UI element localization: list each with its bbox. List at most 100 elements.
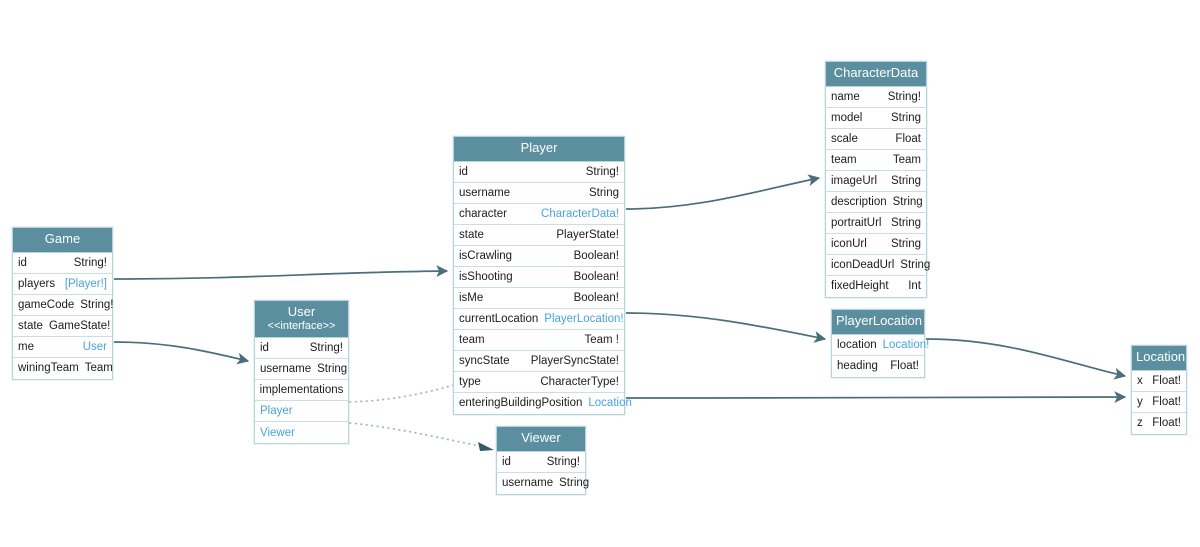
field-name: fixedHeight — [831, 280, 889, 293]
field-type: Boolean! — [573, 270, 619, 283]
field-name: gameCode — [18, 298, 75, 311]
field-type: PlayerState! — [556, 228, 619, 241]
field-type: Boolean! — [573, 249, 619, 262]
field-type: Location — [588, 397, 632, 410]
field-type: String! — [80, 298, 114, 311]
field-row[interactable]: gameCode String! — [13, 294, 114, 316]
field-type: String — [890, 216, 921, 229]
field-name: syncState — [459, 354, 510, 367]
field-row[interactable]: imageUrl String — [826, 170, 926, 192]
field-name: players — [18, 277, 56, 290]
edge-player-currentlocation-to-playerlocation — [625, 312, 827, 343]
field-row[interactable]: username String — [497, 472, 589, 494]
field-name: Viewer — [260, 426, 295, 439]
field-row[interactable]: x Float! — [1132, 370, 1186, 392]
field-name: username — [260, 363, 312, 376]
field-type: String! — [887, 90, 921, 103]
edge-player-enteringbuildingposition-to-location — [625, 391, 1127, 404]
field-name: username — [502, 477, 554, 490]
field-name: currentLocation — [459, 312, 539, 325]
entity-title: User — [287, 304, 316, 319]
field-name: Player — [260, 405, 293, 418]
entity-stereotype: <<interface>> — [267, 319, 336, 332]
field-type: Float! — [1152, 374, 1181, 387]
field-type: String — [559, 477, 590, 490]
entity-header-viewer: Viewer — [497, 427, 585, 452]
field-name: x — [1137, 374, 1143, 387]
field-row[interactable]: location Location! — [832, 334, 929, 356]
field-name: character — [459, 207, 507, 220]
entity-title: CharacterData — [833, 65, 919, 80]
field-row[interactable]: Player — [255, 401, 348, 423]
field-name: scale — [831, 132, 858, 145]
entity-header-location: Location — [1132, 346, 1186, 371]
field-name: y — [1137, 395, 1143, 408]
field-name: id — [260, 342, 269, 355]
field-row[interactable]: isMe Boolean! — [454, 287, 624, 309]
field-row[interactable]: Viewer — [255, 422, 348, 444]
field-name: location — [837, 338, 877, 351]
field-type: Boolean! — [573, 291, 619, 304]
field-type: CharacterType! — [540, 375, 619, 388]
field-name: imageUrl — [831, 174, 878, 187]
entity-title: Location — [1136, 349, 1186, 364]
field-type: String — [890, 237, 921, 250]
field-name: id — [502, 455, 511, 468]
field-type: Location! — [882, 338, 930, 351]
field-type: Float! — [1152, 417, 1181, 430]
field-type: String — [890, 174, 921, 187]
field-row[interactable]: portraitUrl String — [826, 212, 926, 234]
edge-game-me-to-user — [113, 341, 250, 365]
field-name: id — [459, 165, 468, 178]
field-type: Float! — [1152, 395, 1181, 408]
field-name: z — [1137, 417, 1143, 430]
field-name: isMe — [459, 291, 484, 304]
entity-title: Game — [44, 231, 81, 246]
field-row[interactable]: y Float! — [1132, 391, 1186, 413]
field-name: team — [459, 333, 485, 346]
field-row[interactable]: z Float! — [1132, 412, 1186, 434]
field-row[interactable]: implementations — [255, 380, 348, 402]
field-type: Float — [895, 132, 921, 145]
field-name: me — [18, 340, 34, 353]
field-name: state — [18, 319, 43, 332]
field-row[interactable]: players[Player!] — [13, 273, 112, 295]
field-name: portraitUrl — [831, 216, 882, 229]
field-type: String — [890, 111, 921, 124]
field-row[interactable]: scale Float — [826, 128, 926, 150]
